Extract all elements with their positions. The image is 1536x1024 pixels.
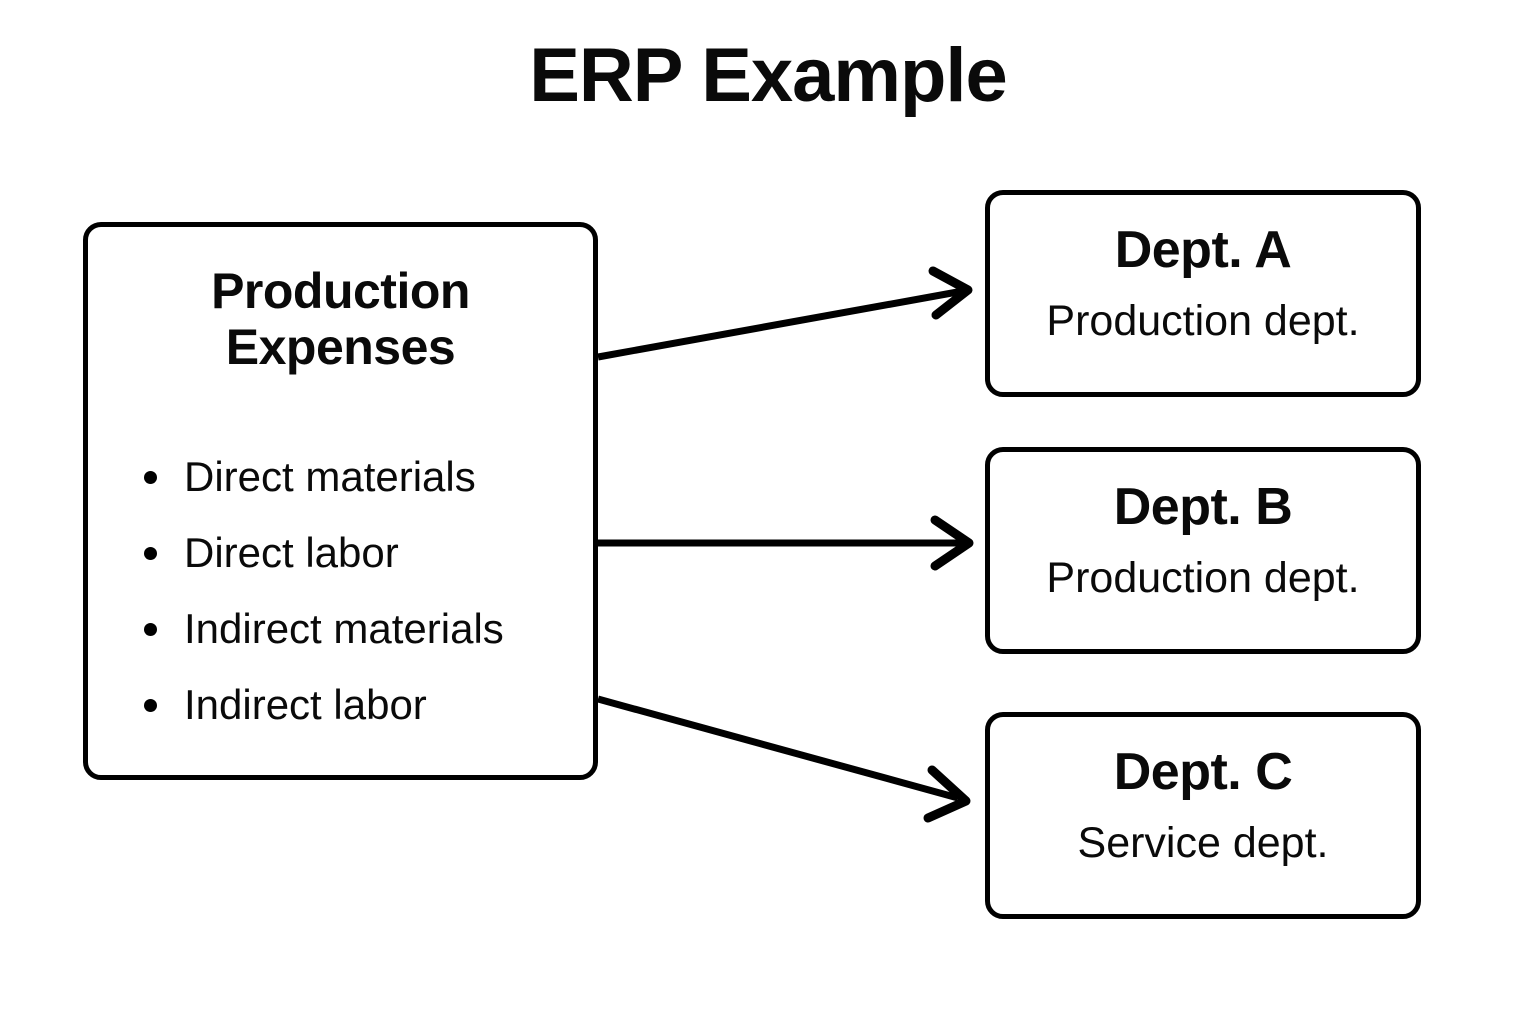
list-item: Indirect labor [128, 667, 579, 743]
list-item: Indirect materials [128, 591, 579, 667]
list-item-label: Indirect labor [184, 681, 427, 728]
page-title: ERP Example [529, 33, 1008, 118]
expense-list: Direct materials Direct labor Indirect m… [128, 439, 579, 743]
list-item: Direct materials [128, 439, 579, 515]
production-expenses-heading: Production Expenses [211, 263, 470, 375]
dept-c-box: Dept. C Service dept. [985, 712, 1421, 919]
arrow-to-dept-b [598, 515, 974, 571]
dept-c-title: Dept. C [1113, 743, 1293, 801]
arrow-to-dept-a [597, 266, 973, 361]
production-expenses-box: Production Expenses Direct materials Dir… [83, 222, 598, 780]
dept-a-box: Dept. A Production dept. [985, 190, 1421, 397]
dept-b-title: Dept. B [1113, 478, 1293, 536]
dept-c-role: Service dept. [1077, 819, 1329, 867]
bullet-icon [144, 471, 157, 484]
arrow-to-dept-c [597, 695, 971, 823]
bullet-icon [144, 547, 157, 560]
dept-b-box: Dept. B Production dept. [985, 447, 1421, 654]
list-item-label: Indirect materials [184, 605, 504, 652]
list-item-label: Direct labor [184, 529, 399, 576]
list-item-label: Direct materials [184, 453, 476, 500]
dept-a-role: Production dept. [1046, 297, 1360, 345]
dept-b-role: Production dept. [1046, 554, 1360, 602]
list-item: Direct labor [128, 515, 579, 591]
dept-a-title: Dept. A [1114, 221, 1292, 279]
bullet-icon [144, 699, 157, 712]
bullet-icon [144, 623, 157, 636]
